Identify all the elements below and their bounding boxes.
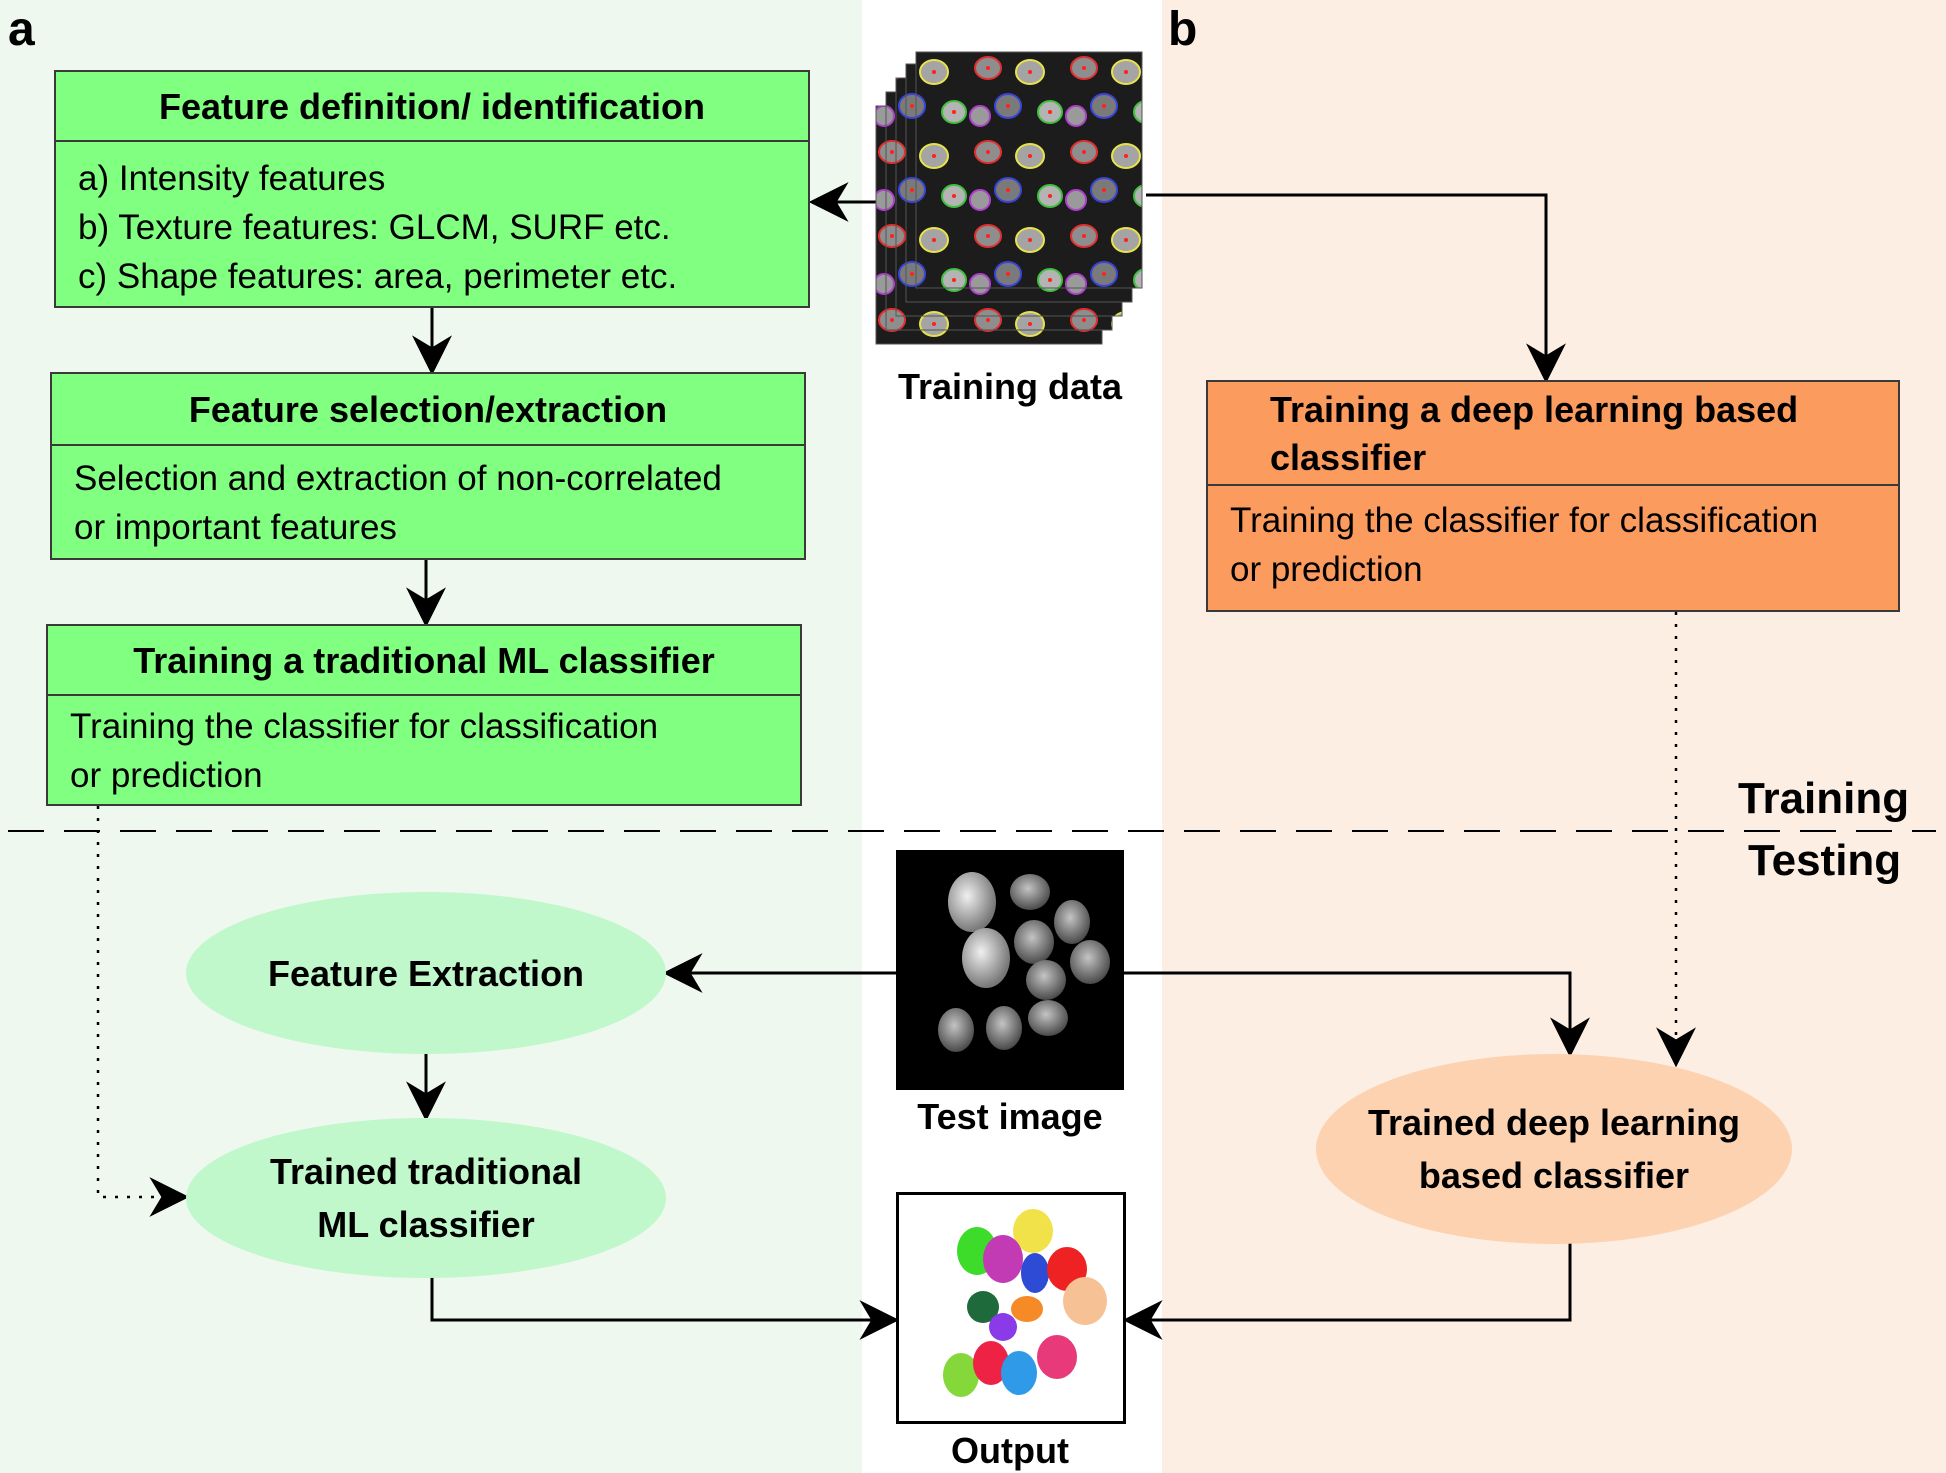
training-traditional-line: or prediction — [70, 756, 263, 795]
feature-extraction-ellipse: Feature Extraction — [186, 892, 666, 1054]
training-traditional-line: Training the classifier for classificati… — [70, 707, 659, 746]
feature-definition-title: Feature definition/ identification — [56, 72, 808, 142]
feature-selection-body: Selection and extraction of non-correlat… — [52, 446, 804, 552]
panel-b-label: b — [1168, 3, 1198, 56]
trained-traditional-label: Trained traditional ML classifier — [270, 1145, 582, 1251]
testing-phase-label: Testing — [1748, 836, 1902, 885]
dotted-arrow-traditional-to-trained — [96, 806, 190, 1217]
arrow-training-data-to-deep-training — [1146, 193, 1566, 384]
arrow-test-image-to-trained-deep — [1124, 971, 1590, 1058]
trained-traditional-line: Trained traditional — [269, 1151, 583, 1192]
training-traditional-box: Training a traditional ML classifier Tra… — [46, 624, 802, 806]
trained-traditional-ellipse: Trained traditional ML classifier — [186, 1118, 666, 1278]
trained-deep-line: based classifier — [1418, 1155, 1690, 1196]
output-caption: Output — [951, 1430, 1069, 1471]
trained-traditional-line: ML classifier — [317, 1204, 535, 1245]
training-traditional-title: Training a traditional ML classifier — [48, 626, 800, 696]
feature-definition-line: a) Intensity features — [78, 159, 386, 198]
output-segmentation-graphic — [943, 1209, 1107, 1397]
feature-definition-line: c) Shape features: area, perimeter etc. — [78, 257, 678, 296]
test-image-graphic — [938, 872, 1110, 1052]
trained-deep-ellipse: Trained deep learning based classifier — [1316, 1054, 1792, 1244]
trained-deep-line: Trained deep learning — [1367, 1102, 1741, 1143]
panel-a-label: a — [8, 3, 35, 56]
training-deep-box: Training a deep learning based classifie… — [1206, 380, 1900, 612]
feature-selection-line: or important features — [74, 508, 397, 547]
feature-extraction-label: Feature Extraction — [267, 952, 585, 994]
training-traditional-body: Training the classifier for classificati… — [48, 696, 800, 800]
feature-selection-title: Feature selection/extraction — [52, 374, 804, 446]
feature-definition-line: b) Texture features: GLCM, SURF etc. — [78, 208, 671, 247]
test-image-caption: Test image — [917, 1096, 1103, 1137]
feature-definition-box: Feature definition/ identification a) In… — [54, 70, 810, 308]
output-image — [896, 1192, 1126, 1424]
feature-selection-box: Feature selection/extraction Selection a… — [50, 372, 806, 560]
feature-definition-body: a) Intensity features b) Texture feature… — [56, 142, 808, 301]
training-data-image — [872, 50, 1148, 350]
training-deep-line: Training the classifier for classificati… — [1230, 501, 1819, 540]
training-data-stack-graphic — [875, 51, 1143, 345]
feature-selection-line: Selection and extraction of non-correlat… — [74, 459, 722, 498]
training-deep-title-line: classifier — [1270, 437, 1427, 478]
arrow-trained-deep-to-output — [1122, 1243, 1572, 1340]
training-deep-title: Training a deep learning based classifie… — [1208, 382, 1898, 486]
test-image — [896, 850, 1124, 1090]
training-deep-title-line: Training a deep learning based — [1270, 389, 1799, 430]
training-deep-line: or prediction — [1230, 550, 1423, 589]
training-data-caption: Training data — [897, 366, 1123, 407]
training-phase-label: Training — [1738, 774, 1910, 823]
trained-deep-label: Trained deep learning based classifier — [1368, 1096, 1740, 1202]
training-deep-body: Training the classifier for classificati… — [1208, 486, 1898, 594]
